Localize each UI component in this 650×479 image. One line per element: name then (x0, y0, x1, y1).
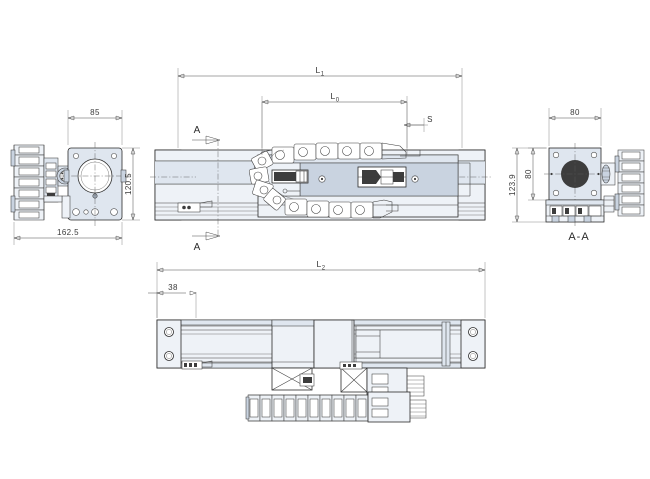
dim-L0-label: L (331, 91, 336, 101)
dim-S-label: S (427, 115, 433, 124)
front-mid-slot (355, 321, 451, 367)
front-end-caps (156, 319, 486, 369)
dim-120-5-label: 120.5 (124, 173, 133, 195)
front-carriage (271, 319, 357, 369)
plan-left-fitting (177, 200, 213, 213)
left-cable-chain (10, 144, 45, 221)
top-plan-view: L1 L0 S A (150, 65, 492, 253)
dim-top-L0: L0 (261, 91, 408, 155)
section-marker-a: A A (192, 125, 221, 253)
svg-text:L0: L0 (331, 91, 340, 104)
plan-cable-chain (248, 142, 421, 219)
dim-top-S: S (403, 115, 433, 132)
front-cable-chain (245, 391, 427, 423)
dim-L2-sub: 2 (322, 266, 326, 272)
dim-right-80-label: 80 (570, 108, 580, 117)
dim-right-inner-80-label: 80 (524, 169, 533, 179)
left-end-bracket (43, 157, 59, 203)
svg-text:L2: L2 (317, 259, 326, 272)
section-label-a-top: A (194, 125, 201, 136)
dim-85-label: 85 (90, 108, 100, 117)
dim-162-5-label: 162.5 (57, 228, 79, 237)
dim-L2-label: L (317, 259, 322, 269)
bottom-front-view: L2 38 (148, 259, 486, 423)
dim-bottom-L2: L2 (156, 259, 486, 318)
dim-right-height-123-9: 123.9 (508, 147, 546, 223)
dim-right-width-80: 80 (548, 108, 602, 146)
dim-top-L1: L1 (177, 65, 463, 148)
left-end-view: 85 120.5 162.5 (10, 108, 140, 245)
right-coupling-stub (600, 162, 616, 186)
dim-38-label: 38 (168, 283, 178, 292)
section-caption-aa: A-A (568, 231, 589, 243)
dim-left-height-120-5: 120.5 (122, 147, 140, 221)
dim-right-123-9-label: 123.9 (508, 174, 517, 196)
dim-left-width-85: 85 (67, 108, 123, 145)
left-main-body (60, 142, 130, 226)
front-left-sensor (181, 360, 213, 370)
right-lower-block (545, 195, 615, 223)
dim-L1-sub: 1 (321, 72, 325, 78)
dim-left-width-162-5: 162.5 (13, 222, 123, 245)
front-lower-switch (271, 361, 425, 401)
section-label-a-bottom: A (194, 242, 201, 253)
dim-L1-label: L (316, 65, 321, 75)
dim-right-height-80: 80 (524, 147, 547, 201)
svg-text:L1: L1 (316, 65, 325, 78)
right-section-view: 80 80 123.9 A-A (508, 108, 645, 243)
right-cable-chain (614, 149, 645, 217)
left-lower-rail (43, 195, 71, 219)
dim-bottom-38: 38 (148, 283, 197, 318)
dim-L0-sub: 0 (336, 98, 340, 104)
